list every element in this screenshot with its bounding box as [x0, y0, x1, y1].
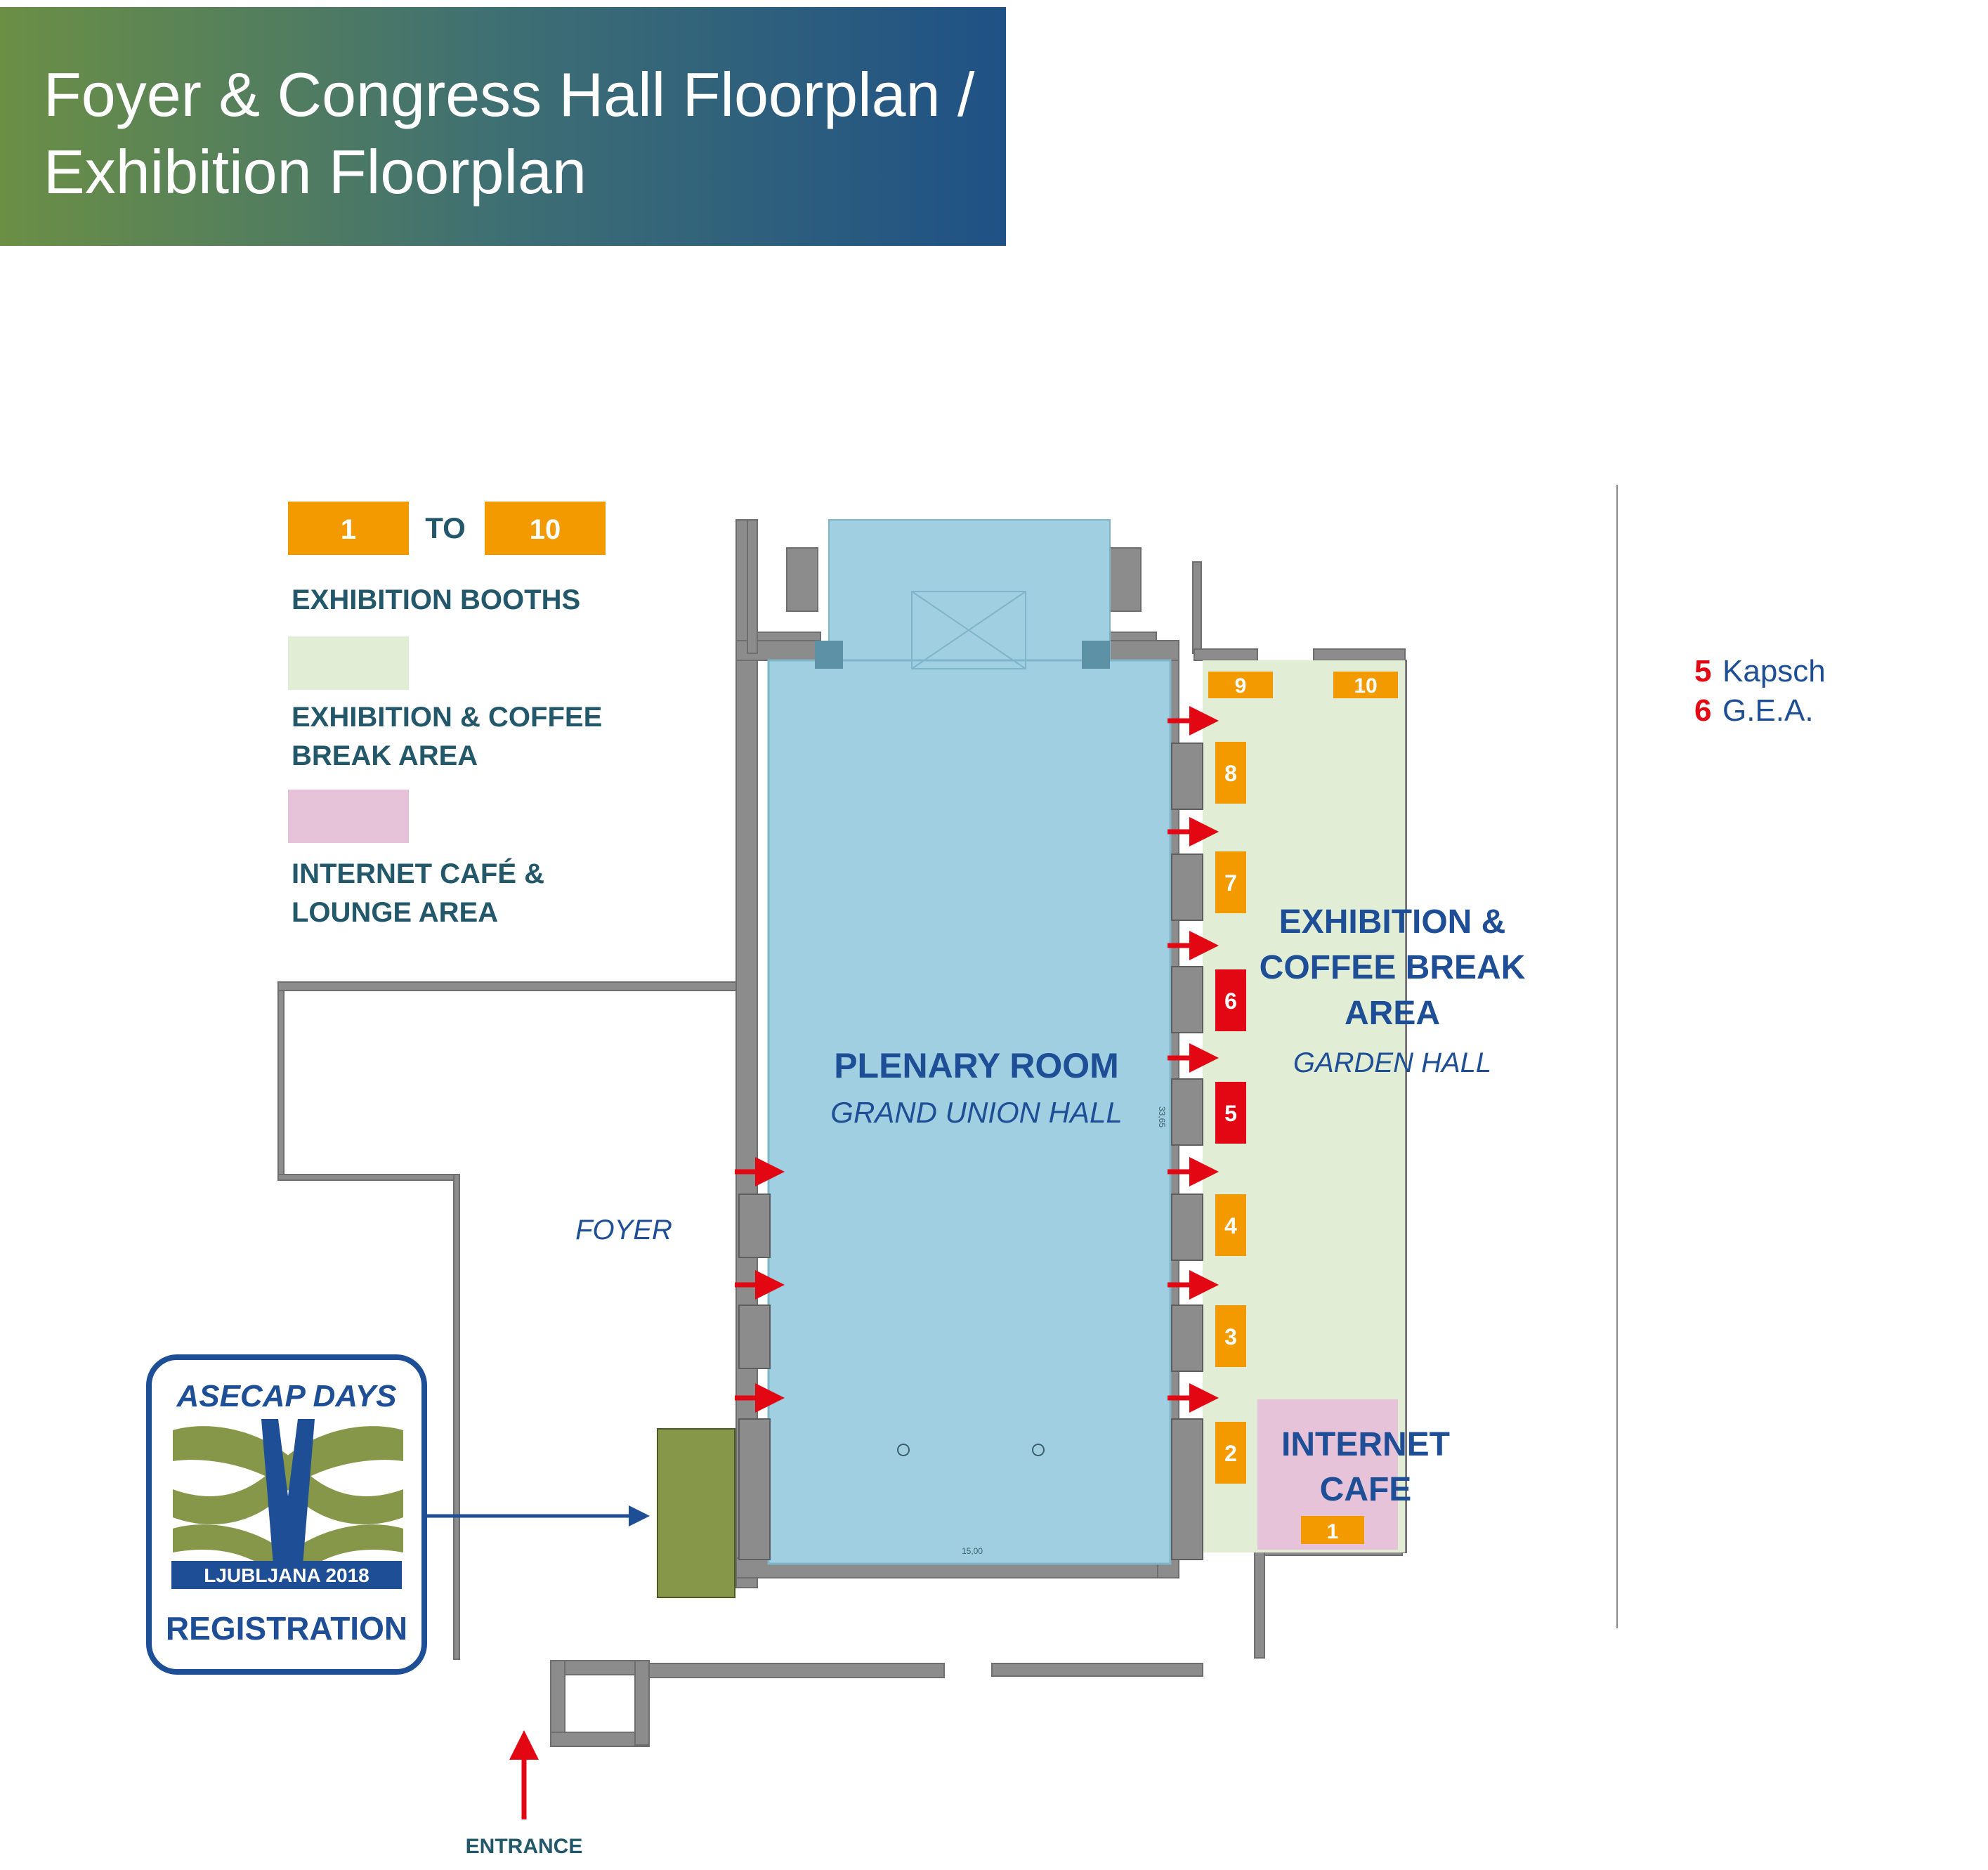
exhibition-area-title-line-1: EXHIBITION &: [1279, 903, 1506, 941]
booth-10-label: 10: [1354, 674, 1377, 698]
booth-4: [1215, 1194, 1246, 1256]
legend-cafe-label-line-1: INTERNET CAFÉ &: [292, 858, 544, 889]
legend-booth-swatch-from: [288, 502, 409, 555]
exhibitor-5-name: Kapsch: [1722, 654, 1826, 688]
legend-booths-label: EXHIBITION BOOTHS: [292, 584, 580, 615]
access-arrows: [509, 706, 1219, 1819]
legend: 1 TO 10 EXHIBITION BOOTHS EXHIBITION & C…: [288, 502, 606, 928]
internet-cafe-title-line-1: INTERNET: [1281, 1426, 1450, 1463]
booth-9-label: 9: [1235, 674, 1247, 698]
plenary-room-subtitle: GRAND UNION HALL: [830, 1096, 1122, 1129]
page-title-line-1: Foyer & Congress Hall Floorplan /: [44, 60, 975, 129]
entrance-label: ENTRANCE: [466, 1835, 583, 1858]
booth-2-label: 2: [1224, 1441, 1237, 1466]
legend-cafe-label-line-2: LOUNGE AREA: [292, 897, 498, 928]
page-title-line-2: Exhibition Floorplan: [44, 137, 587, 207]
legend-coffee-swatch: [288, 636, 409, 690]
legend-booth-swatch-to: [485, 502, 606, 555]
legend-coffee-label-line-1: EXHIBITION & COFFEE: [292, 702, 602, 733]
booth-3-label: 3: [1224, 1324, 1237, 1349]
plenary-stage-corner-left: [815, 641, 843, 669]
plenary-door-panels: [738, 743, 1203, 1560]
exhibitor-6-number: 6: [1694, 693, 1711, 728]
booth-10: [1333, 672, 1398, 698]
plenary-stage: [828, 519, 1111, 672]
legend-to-word: TO: [425, 511, 466, 544]
plenary-stage-screen: [911, 591, 1026, 669]
legend-cafe-swatch: [288, 790, 409, 843]
booth-7-label: 7: [1224, 870, 1237, 896]
booth-1: [1301, 1516, 1364, 1544]
booth-6-label: 6: [1224, 988, 1237, 1014]
exhibition-area-title-line-3: AREA: [1345, 995, 1440, 1032]
plenary-column-left: [897, 1444, 910, 1456]
booth-1-label: 1: [1327, 1520, 1339, 1543]
booth-4-label: 4: [1224, 1213, 1237, 1238]
header-banner: Foyer & Congress Hall Floorplan / Exhibi…: [0, 7, 1006, 246]
registration-desk: [657, 1428, 735, 1598]
booth-9: [1208, 672, 1273, 698]
plenary-stage-screen-cross-2: [911, 591, 1026, 669]
registration-logo-name: ASECAP DAYS: [176, 1379, 397, 1413]
foyer-label: FOYER: [575, 1215, 672, 1245]
registration-logo-location: LJUBLJANA 2018: [204, 1564, 369, 1586]
booth-5: [1215, 1082, 1246, 1144]
registration-logo-location-bar: [171, 1561, 402, 1589]
registration-logo: ASECAP DAYS LJUBLJANA 2018 REGISTRATION: [146, 1354, 427, 1675]
plenary-stage-corner-right: [1082, 641, 1110, 669]
legend-booth-from-label: 1: [341, 514, 356, 545]
booth-2: [1215, 1422, 1246, 1484]
booth-7: [1215, 851, 1246, 913]
exhibition-area-title-line-2: COFFEE BREAK: [1260, 949, 1526, 986]
booths: 9 10 8 7 6 5 4 3 2 1: [1208, 672, 1398, 1544]
plenary-room: [767, 659, 1172, 1565]
plenary-column-right: [1032, 1444, 1045, 1456]
registration-logo-label: REGISTRATION: [166, 1610, 407, 1647]
booth-6: [1215, 969, 1246, 1031]
internet-cafe-title-line-2: CAFE: [1320, 1471, 1412, 1508]
exhibition-area-subtitle: GARDEN HALL: [1293, 1047, 1491, 1078]
booth-3: [1215, 1305, 1246, 1367]
legend-booth-to-label: 10: [530, 514, 561, 545]
exhibitor-6-name: G.E.A.: [1722, 693, 1814, 728]
plenary-room-title: PLENARY ROOM: [834, 1046, 1119, 1085]
hall-length-dimension: 33,65: [1157, 1106, 1167, 1127]
exhibitor-list: 5 Kapsch 6 G.E.A.: [1694, 654, 1826, 728]
page-title: Foyer & Congress Hall Floorplan / Exhibi…: [44, 56, 974, 211]
hall-width-dimension: 15,00: [962, 1546, 983, 1556]
exhibitor-5-number: 5: [1694, 654, 1711, 688]
booth-8-label: 8: [1224, 761, 1237, 786]
booth-5-label: 5: [1224, 1101, 1237, 1126]
booth-8: [1215, 742, 1246, 804]
legend-coffee-label-line-2: BREAK AREA: [292, 740, 478, 771]
